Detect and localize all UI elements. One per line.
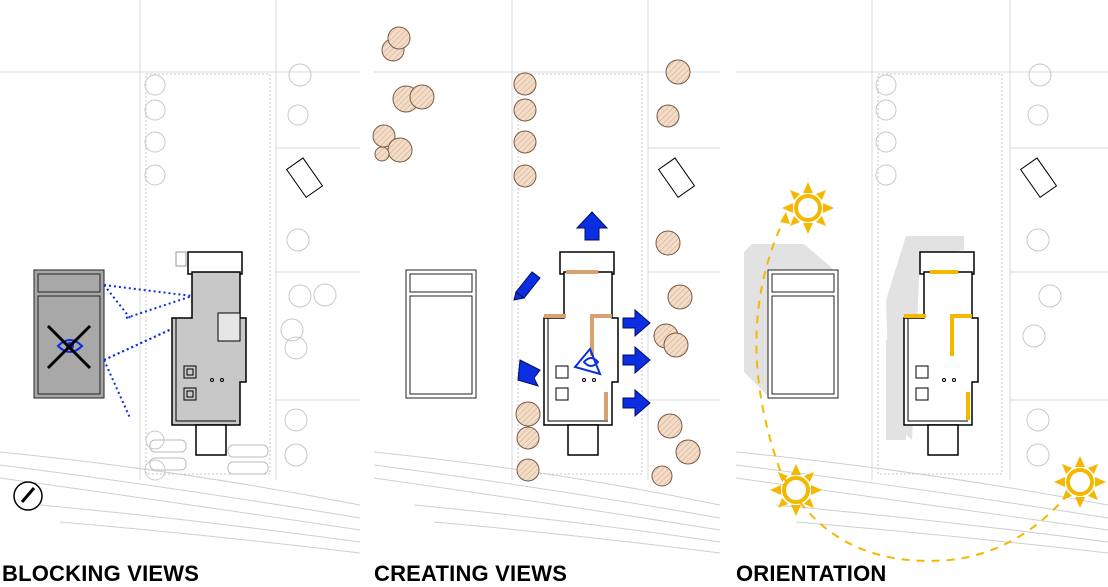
house-plan xyxy=(171,251,247,456)
blocked-sight-lines xyxy=(103,284,197,419)
sun-icon xyxy=(1054,456,1106,508)
neighbour-building xyxy=(405,269,477,399)
blue-arrow-icon xyxy=(517,359,541,387)
parking-marks xyxy=(149,439,269,475)
panel-title-orientation: ORIENTATION xyxy=(736,561,887,586)
view-arrows xyxy=(513,211,651,418)
yellow-windows xyxy=(904,270,972,420)
blue-arrow-icon xyxy=(622,388,651,418)
neighbour-shed xyxy=(285,157,324,199)
outline-trees xyxy=(875,63,1062,467)
lot-lines xyxy=(736,0,1108,480)
neighbour-shed xyxy=(1019,157,1058,199)
neighbour-building xyxy=(33,269,105,399)
street-contours xyxy=(0,451,361,554)
blue-arrow-icon xyxy=(622,308,651,338)
panel-orientation xyxy=(735,0,1108,562)
sun-icon xyxy=(770,464,822,516)
street-contours xyxy=(373,451,721,554)
panel-blocking-views xyxy=(0,0,361,554)
blue-arrow-icon xyxy=(622,345,651,375)
panel-title-creating-views: CREATING VIEWS xyxy=(374,561,568,586)
hatched-trees xyxy=(372,26,701,487)
lot-lines xyxy=(0,0,360,480)
sun-path xyxy=(755,214,1071,562)
outline-trees xyxy=(144,63,337,481)
blue-arrow-icon xyxy=(575,211,609,241)
neighbour-shed xyxy=(657,157,696,199)
panel-creating-views xyxy=(372,0,721,554)
sun-path-arrowhead xyxy=(780,212,790,224)
crossed-eye-icon xyxy=(46,324,92,370)
lot-lines xyxy=(374,0,720,480)
blue-arrow-icon xyxy=(513,271,541,301)
neighbour-building xyxy=(767,269,839,399)
tan-windows xyxy=(544,270,612,420)
north-arrow-icon xyxy=(13,481,43,511)
sun-icon xyxy=(782,182,834,234)
house-plan xyxy=(903,251,979,456)
eye-icon xyxy=(573,347,602,376)
panel-title-blocking-views: BLOCKING VIEWS xyxy=(2,561,200,586)
house-plan xyxy=(543,251,619,456)
